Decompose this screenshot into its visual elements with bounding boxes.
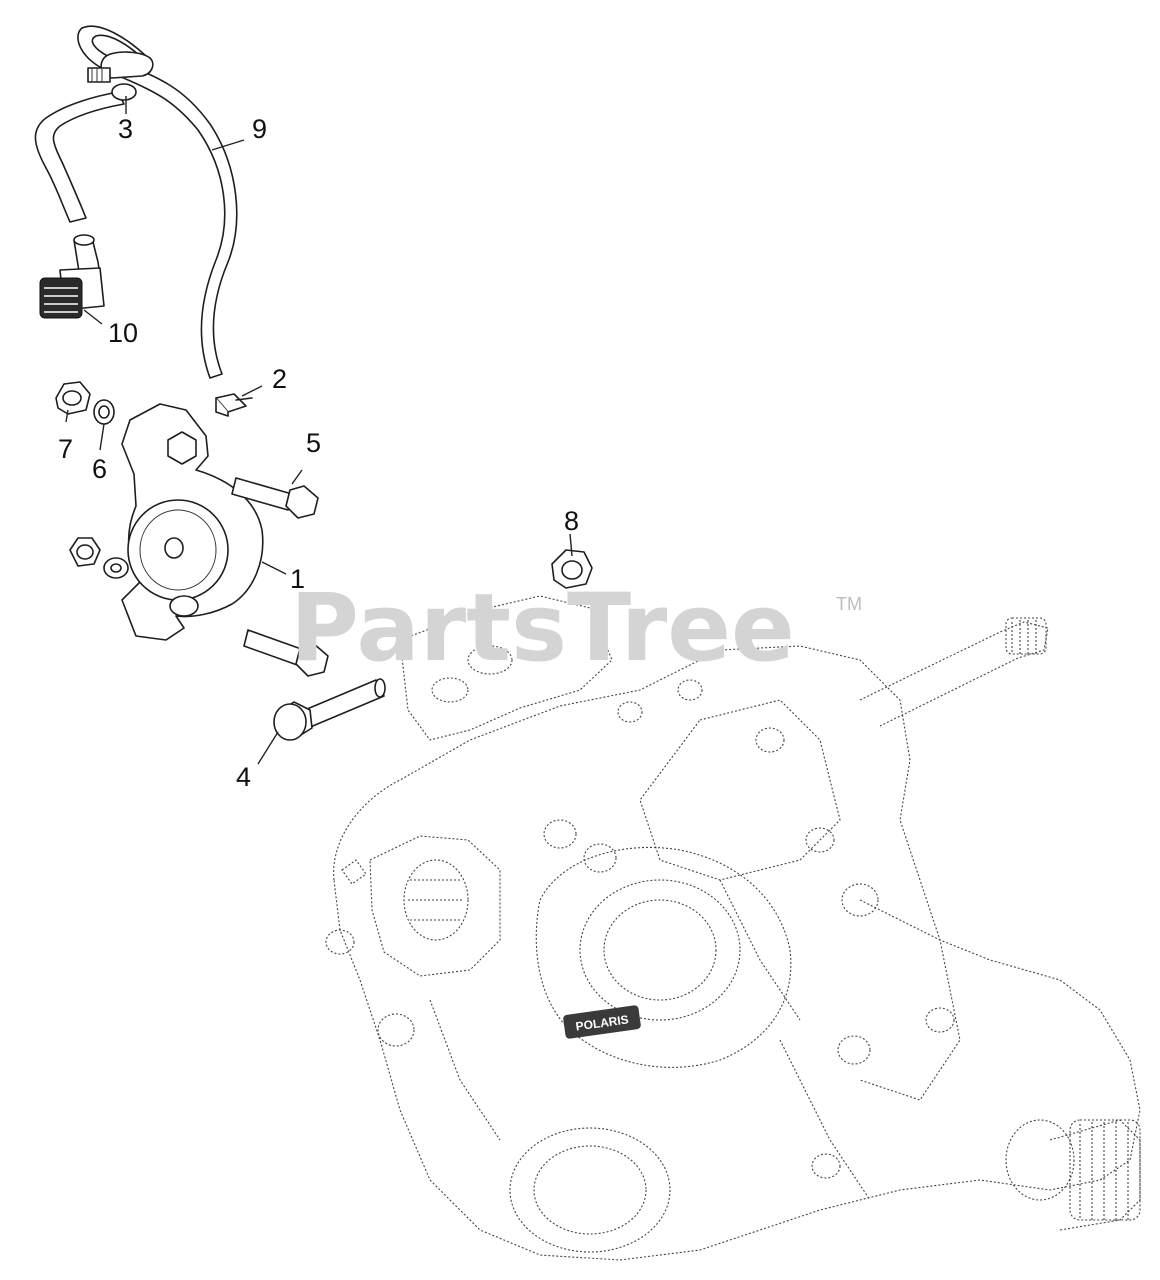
- washer-part-6-lower[interactable]: [103, 557, 129, 579]
- washer-part-6-upper[interactable]: [93, 399, 115, 425]
- callout-7[interactable]: 7: [58, 434, 73, 464]
- callout-4[interactable]: 4: [236, 762, 251, 792]
- callout-9[interactable]: 9: [252, 114, 267, 144]
- callout-8[interactable]: 8: [564, 506, 579, 536]
- watermark: PartsTree TM: [290, 574, 862, 683]
- leader-lines: [65, 96, 573, 765]
- callout-10[interactable]: 10: [108, 318, 138, 348]
- callout-5[interactable]: 5: [306, 428, 321, 458]
- vent-hose-short: [34, 91, 125, 223]
- flange-nut-part-7-upper[interactable]: [55, 381, 91, 415]
- callout-labels: 3 9 10 2 7 6 5 8 1 4: [58, 114, 579, 792]
- hose-clip-part-3[interactable]: [87, 51, 154, 101]
- hose-clip-part-2[interactable]: [215, 393, 253, 417]
- watermark-trademark: TM: [836, 594, 862, 614]
- bolt-part-5[interactable]: [231, 477, 319, 519]
- bolt-middle[interactable]: [243, 629, 329, 677]
- callout-3[interactable]: 3: [118, 114, 133, 144]
- callout-6[interactable]: 6: [92, 454, 107, 484]
- flange-bolt-part-4[interactable]: [273, 678, 386, 741]
- breather-fitting-part-10[interactable]: [39, 234, 105, 319]
- flange-nut-part-7-lower[interactable]: [69, 537, 101, 567]
- transmission-housing: POLARIS: [325, 595, 1141, 1261]
- callout-1[interactable]: 1: [290, 564, 305, 594]
- sensor-cover-part-1[interactable]: [121, 403, 264, 641]
- callout-2[interactable]: 2: [272, 364, 287, 394]
- flange-nut-part-8[interactable]: [551, 549, 593, 589]
- watermark-text: PartsTree: [290, 574, 795, 683]
